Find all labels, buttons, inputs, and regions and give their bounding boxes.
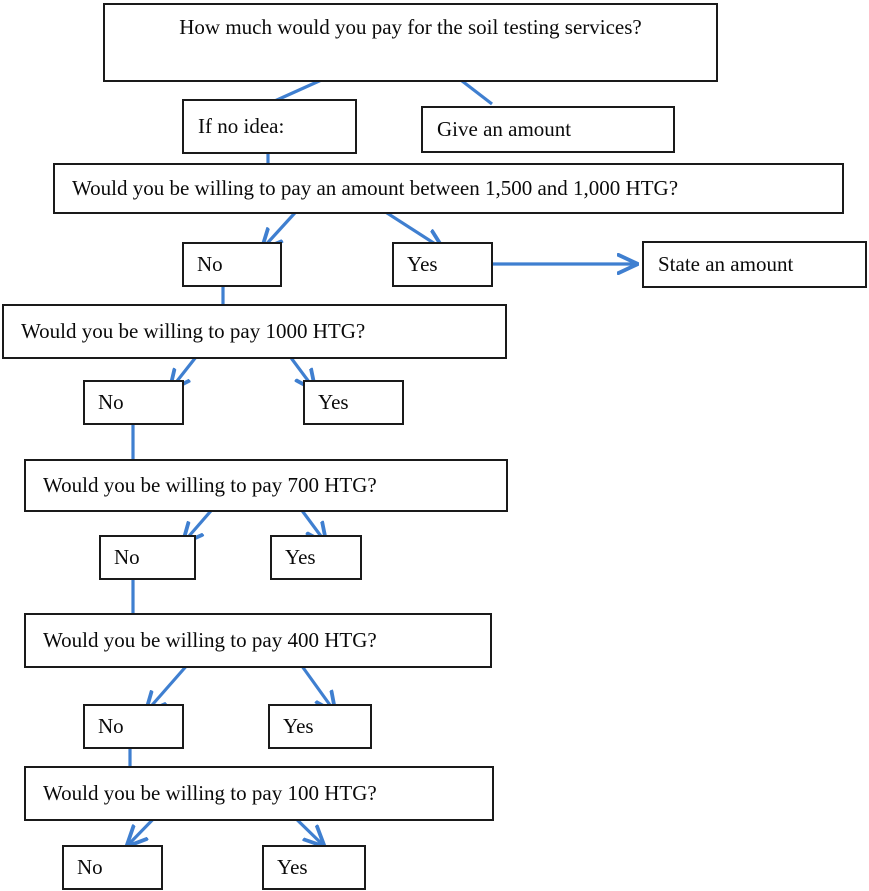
node-answer-no-4[interactable]: No: [83, 704, 184, 749]
node-answer-yes-5[interactable]: Yes: [262, 845, 366, 890]
node-answer-no-2-label: No: [98, 390, 124, 415]
node-answer-no-5[interactable]: No: [62, 845, 163, 890]
node-answer-no-2[interactable]: No: [83, 380, 184, 425]
node-answer-yes-2-label: Yes: [318, 390, 349, 415]
node-answer-yes-3[interactable]: Yes: [270, 535, 362, 580]
node-answer-yes-5-label: Yes: [277, 855, 308, 880]
node-question-700[interactable]: Would you be willing to pay 700 HTG?: [24, 459, 508, 512]
node-question-100-label: Would you be willing to pay 100 HTG?: [43, 781, 377, 806]
node-answer-yes-1[interactable]: Yes: [392, 242, 493, 287]
node-answer-yes-1-label: Yes: [407, 252, 438, 277]
node-give-an-amount[interactable]: Give an amount: [421, 106, 675, 153]
node-state-an-amount[interactable]: State an amount: [642, 241, 867, 288]
node-answer-no-1-label: No: [197, 252, 223, 277]
node-answer-no-3[interactable]: No: [99, 535, 196, 580]
node-answer-no-4-label: No: [98, 714, 124, 739]
node-question-700-label: Would you be willing to pay 700 HTG?: [43, 473, 377, 498]
node-if-no-idea-label: If no idea:: [198, 114, 285, 139]
node-root-question[interactable]: How much would you pay for the soil test…: [103, 3, 718, 82]
node-root-question-label: How much would you pay for the soil test…: [179, 15, 642, 39]
node-give-an-amount-label: Give an amount: [437, 117, 572, 142]
node-question-400[interactable]: Would you be willing to pay 400 HTG?: [24, 613, 492, 668]
node-question-1500-1000[interactable]: Would you be willing to pay an amount be…: [53, 163, 844, 214]
node-question-1500-1000-label: Would you be willing to pay an amount be…: [72, 176, 679, 201]
node-question-400-label: Would you be willing to pay 400 HTG?: [43, 628, 377, 653]
node-question-1000-label: Would you be willing to pay 1000 HTG?: [21, 319, 366, 344]
node-answer-no-5-label: No: [77, 855, 103, 880]
node-answer-no-1[interactable]: No: [182, 242, 282, 287]
node-answer-no-3-label: No: [114, 545, 140, 570]
node-question-1000[interactable]: Would you be willing to pay 1000 HTG?: [2, 304, 507, 359]
node-answer-yes-2[interactable]: Yes: [303, 380, 404, 425]
node-question-100[interactable]: Would you be willing to pay 100 HTG?: [24, 766, 494, 821]
node-if-no-idea[interactable]: If no idea:: [182, 99, 357, 154]
node-answer-yes-4[interactable]: Yes: [268, 704, 372, 749]
node-answer-yes-3-label: Yes: [285, 545, 316, 570]
node-state-an-amount-label: State an amount: [658, 252, 794, 277]
node-answer-yes-4-label: Yes: [283, 714, 314, 739]
